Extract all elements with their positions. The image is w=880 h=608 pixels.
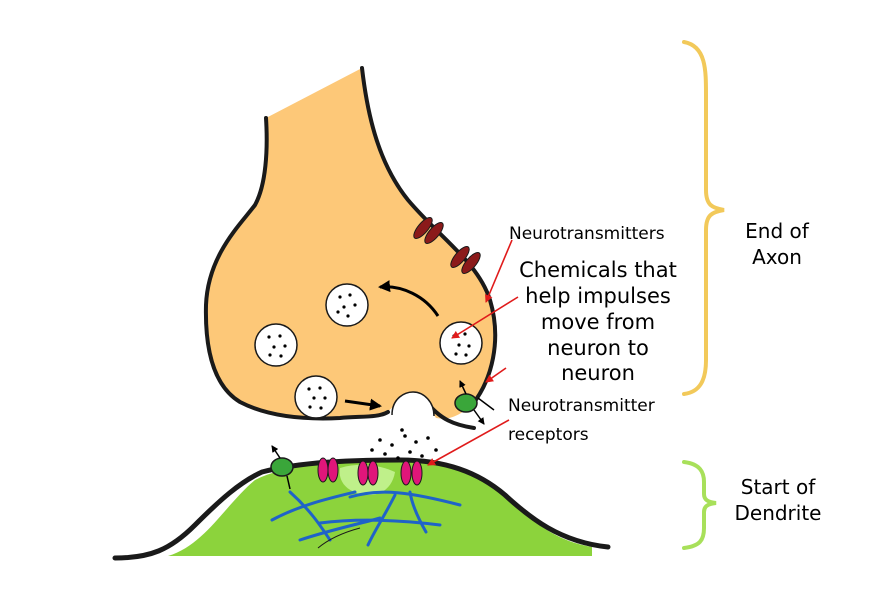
ion-channels xyxy=(413,217,481,274)
pointer-arrows xyxy=(427,239,519,466)
vesicle-movement-arrow xyxy=(378,280,440,317)
fiber-dark xyxy=(317,527,361,549)
fusing-vesicle xyxy=(391,391,435,417)
nerve-fibers xyxy=(270,490,462,547)
dendrite xyxy=(112,457,611,561)
vesicles xyxy=(254,283,483,419)
reuptake-transporter xyxy=(454,393,478,413)
label-end-of-axon-line2: Axon xyxy=(752,245,802,269)
label-chemicals-line4: neuron to xyxy=(547,336,649,360)
label-receptors-line2: receptors xyxy=(508,425,589,445)
axon-bracket xyxy=(682,40,725,396)
axon-terminal xyxy=(203,66,498,430)
label-start-of-dendrite-line2: Dendrite xyxy=(734,501,821,525)
label-neurotransmitters: Neurotransmitters xyxy=(509,224,665,244)
release-arrow xyxy=(344,398,382,411)
label-end-of-axon-line1: End of xyxy=(745,219,810,243)
label-receptors-line1: Neurotransmitter xyxy=(508,396,655,416)
label-chemicals-line1: Chemicals that xyxy=(519,258,677,282)
vesicle xyxy=(439,321,483,365)
label-chemicals-line2: help impulses xyxy=(525,284,671,308)
dendrite-outline xyxy=(112,457,611,561)
label-chemicals-line3: move from xyxy=(541,310,655,334)
receptors xyxy=(317,457,423,486)
vesicle xyxy=(254,323,298,367)
dendrite-bracket xyxy=(682,460,717,550)
transporters xyxy=(270,380,495,490)
dendrite-transporter xyxy=(270,457,294,477)
label-chemicals-line5: neuron xyxy=(561,361,635,385)
vesicle xyxy=(294,375,338,419)
label-start-of-dendrite-line1: Start of xyxy=(741,475,816,499)
vesicle xyxy=(325,283,369,327)
released-neurotransmitters xyxy=(370,428,438,460)
